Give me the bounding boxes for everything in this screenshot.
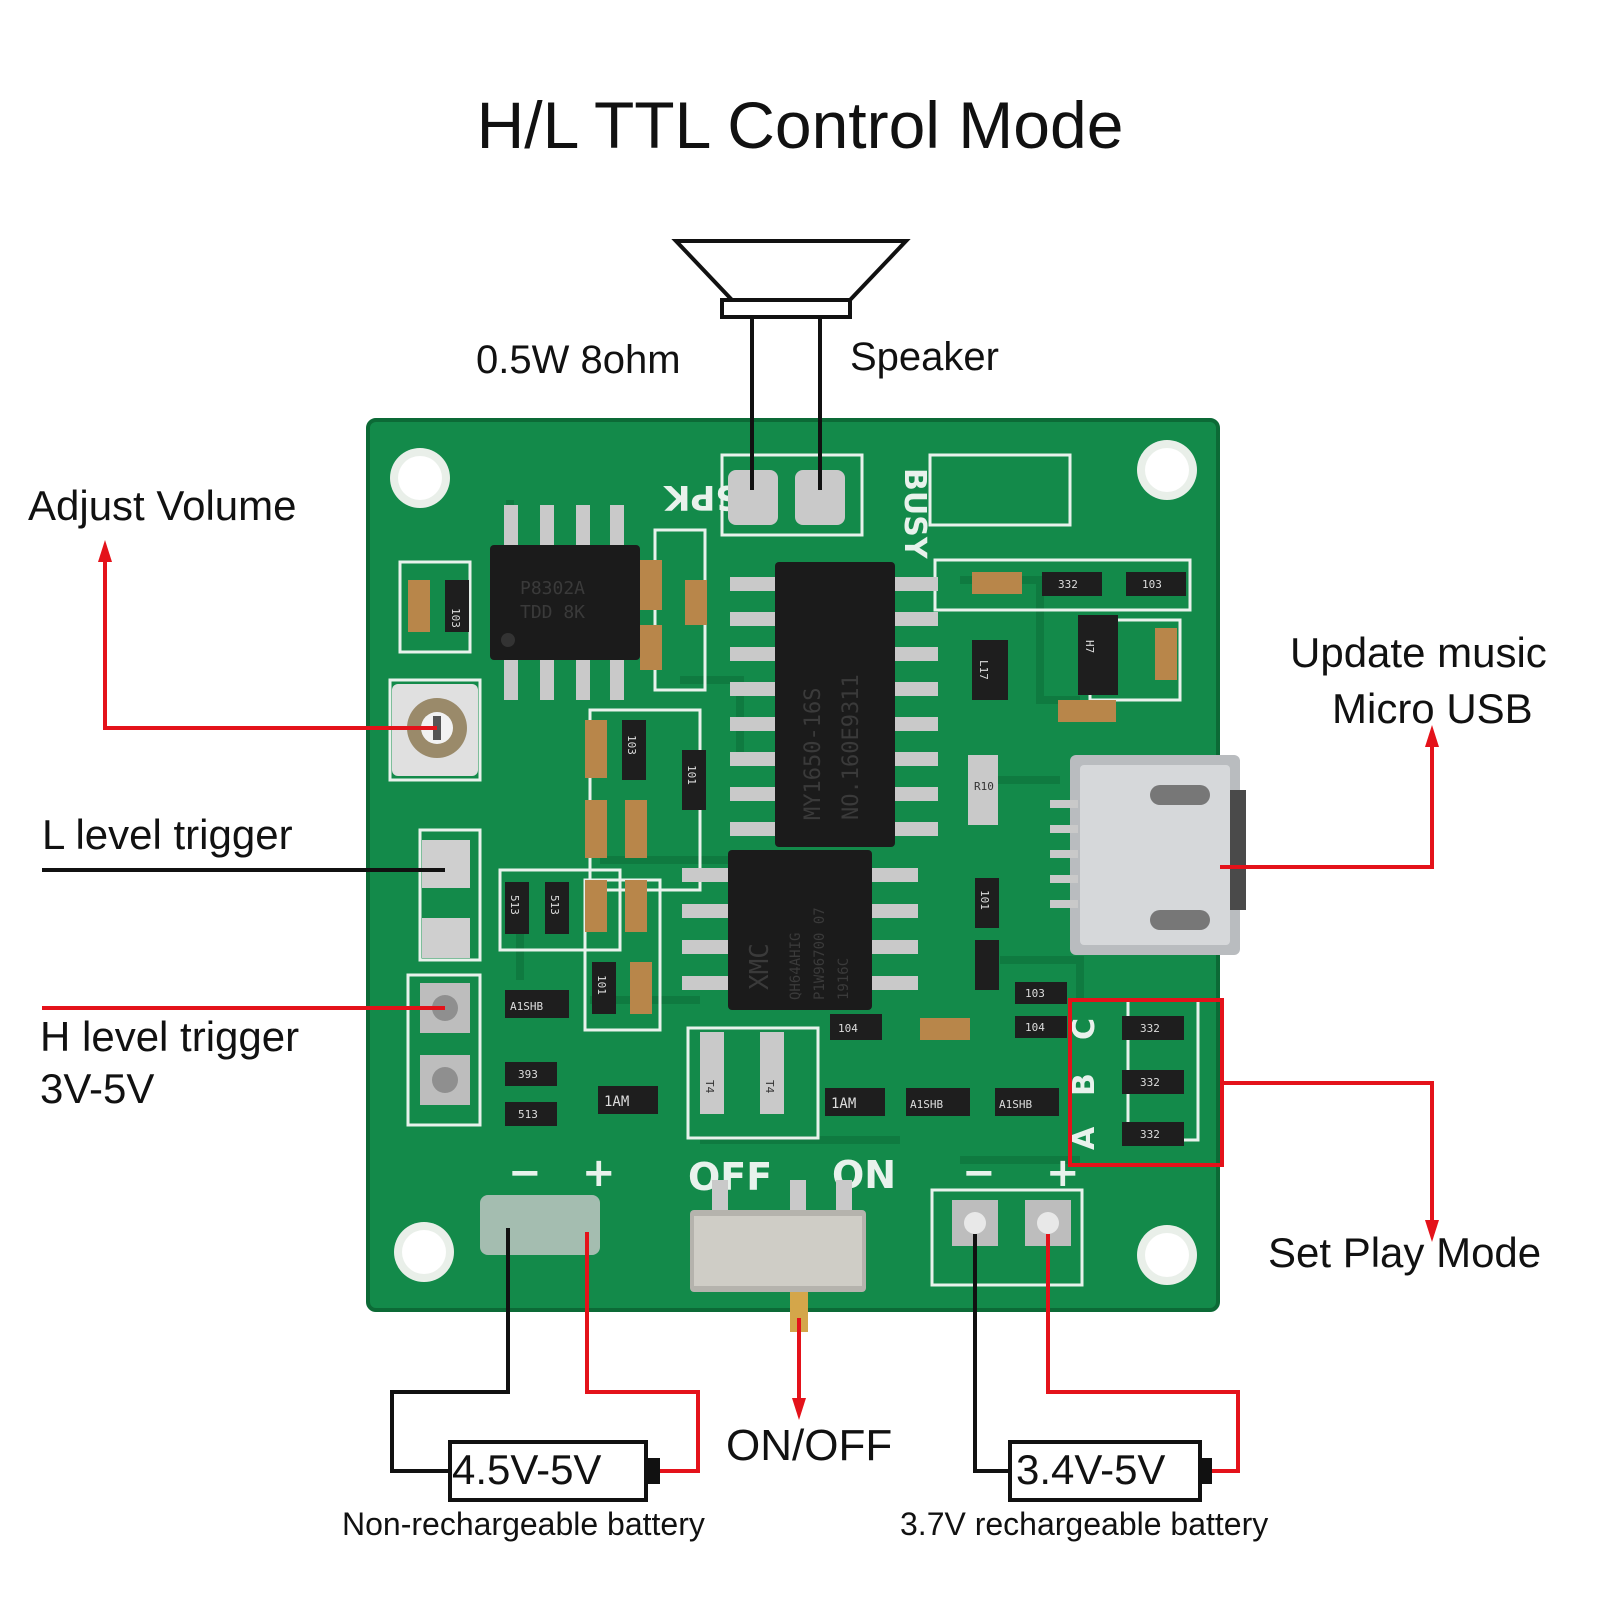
flash-chip-line4: 1916C xyxy=(836,958,852,1000)
amp-chip-line2: TDD 8K xyxy=(520,602,585,623)
smd-code: 104 xyxy=(1025,1021,1045,1034)
amplifier-chip: P8302A TDD 8K xyxy=(490,505,640,700)
smd-code: 103 xyxy=(449,608,462,628)
flash-chip-line2: QH64AHIG xyxy=(788,933,804,1000)
smd-code: 332 xyxy=(1140,1128,1160,1141)
mcu-chip: MY1650-16S NO.160E9311 xyxy=(730,562,938,847)
smd-code: 103 xyxy=(625,735,638,755)
smd-components: 103 332 103 103 101 513 513 101 393 513 … xyxy=(408,560,1186,1146)
flash-chip-line3: P1W96700 07 xyxy=(812,907,828,1000)
speaker-pads xyxy=(728,470,845,525)
micro-usb-label: Micro USB xyxy=(1332,685,1533,732)
battery-name-right: 3.7V rechargeable battery xyxy=(900,1506,1269,1542)
slide-switch xyxy=(690,1180,866,1332)
mounting-holes xyxy=(390,440,1197,1285)
smd-code: A1SHB xyxy=(510,1000,543,1013)
pcb-board: SPK BUSY OFF ON − + − + C B A P8302A TDD… xyxy=(366,418,1246,1332)
battery-voltage-left: 4.5V-5V xyxy=(452,1446,602,1493)
smd-code: 101 xyxy=(685,765,698,785)
silk-off: OFF xyxy=(688,1155,772,1199)
on-off-label: ON/OFF xyxy=(726,1421,893,1470)
smd-code: 101 xyxy=(595,975,608,995)
speaker-icon xyxy=(671,239,911,319)
smd-code: H7 xyxy=(1083,640,1096,653)
flash-chip-line1: XMC xyxy=(745,943,775,990)
smd-code: A1SHB xyxy=(999,1098,1032,1111)
h-level-trigger-voltage: 3V-5V xyxy=(40,1065,155,1112)
smd-code: 101 xyxy=(978,890,991,910)
mcu-chip-line1: MY1650-16S xyxy=(801,688,826,820)
smd-code: 332 xyxy=(1140,1022,1160,1035)
smd-code: 103 xyxy=(1142,578,1162,591)
battery-name-left: Non-rechargeable battery xyxy=(342,1506,705,1542)
arrowheads xyxy=(98,540,1439,1420)
play-mode-label: Set Play Mode xyxy=(1268,1229,1542,1276)
trigger-pads xyxy=(420,840,470,1105)
smd-code: 1AM xyxy=(604,1094,629,1110)
update-music-label: Update music xyxy=(1290,629,1547,676)
battery-icon xyxy=(448,1440,660,1502)
pointer-lines xyxy=(42,560,1434,1473)
mcu-chip-line2: NO.160E9311 xyxy=(839,674,864,820)
speaker-label: Speaker xyxy=(850,335,999,379)
smd-code: 103 xyxy=(1025,987,1045,1000)
smd-code: L17 xyxy=(977,660,990,680)
silk-busy: BUSY xyxy=(897,468,932,560)
h-level-trigger-label: H level trigger xyxy=(40,1013,300,1060)
smd-code: 1AM xyxy=(831,1096,856,1112)
smd-code: 513 xyxy=(518,1108,538,1121)
silk-mode-a: A xyxy=(1067,1126,1102,1150)
smd-code: 393 xyxy=(518,1068,538,1081)
silk-mode-b: B xyxy=(1067,1073,1102,1096)
silk-mode-c: C xyxy=(1067,1018,1102,1040)
smd-code: 513 xyxy=(508,895,521,915)
flash-chip: XMC QH64AHIG P1W96700 07 1916C xyxy=(682,850,918,1010)
silk-minus-left: − xyxy=(508,1150,542,1196)
smd-code: T4 xyxy=(703,1080,716,1094)
silk-spk: SPK xyxy=(662,477,739,517)
battery-voltage-right: 3.4V-5V xyxy=(1016,1446,1166,1493)
speaker-spec-label: 0.5W 8ohm xyxy=(476,338,681,382)
page-title: H/L TTL Control Mode xyxy=(476,88,1124,162)
battery-icon xyxy=(1008,1440,1212,1502)
adjust-volume-label: Adjust Volume xyxy=(28,482,297,529)
silk-minus-right: − xyxy=(962,1150,996,1196)
amp-chip-line1: P8302A xyxy=(520,578,585,599)
l-level-trigger-label: L level trigger xyxy=(42,811,293,858)
smd-code: A1SHB xyxy=(910,1098,943,1111)
smd-code: 332 xyxy=(1140,1076,1160,1089)
smd-code: R10 xyxy=(974,780,994,793)
smd-code: 513 xyxy=(548,895,561,915)
micro-usb-port xyxy=(1050,755,1246,955)
smd-code: T4 xyxy=(763,1080,776,1094)
silk-plus-right: + xyxy=(1046,1150,1080,1196)
speaker-leads xyxy=(750,317,822,490)
smd-code: 332 xyxy=(1058,578,1078,591)
silk-plus-left: + xyxy=(582,1150,616,1196)
smd-code: 104 xyxy=(838,1022,858,1035)
